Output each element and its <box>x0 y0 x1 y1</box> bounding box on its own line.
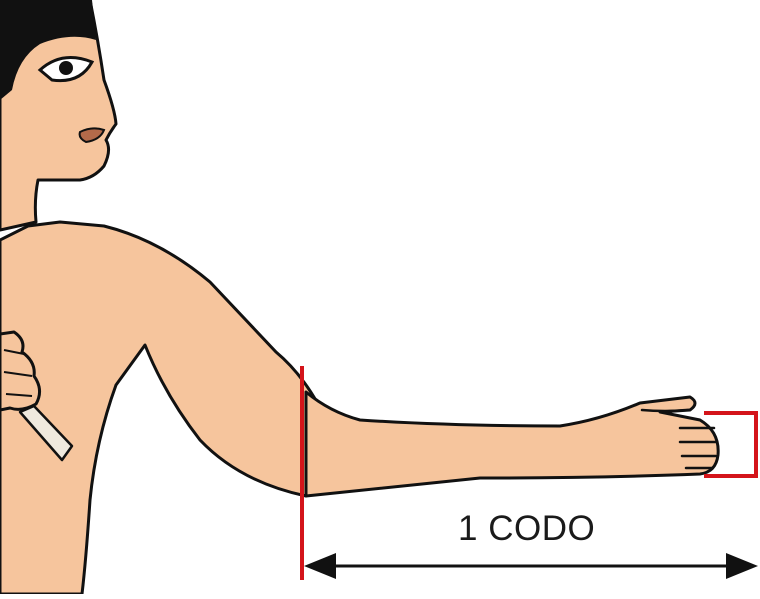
measurement-arrow <box>304 553 758 579</box>
torso <box>0 222 318 594</box>
forearm <box>306 392 718 496</box>
measure-label: 1 CODO <box>458 509 595 549</box>
